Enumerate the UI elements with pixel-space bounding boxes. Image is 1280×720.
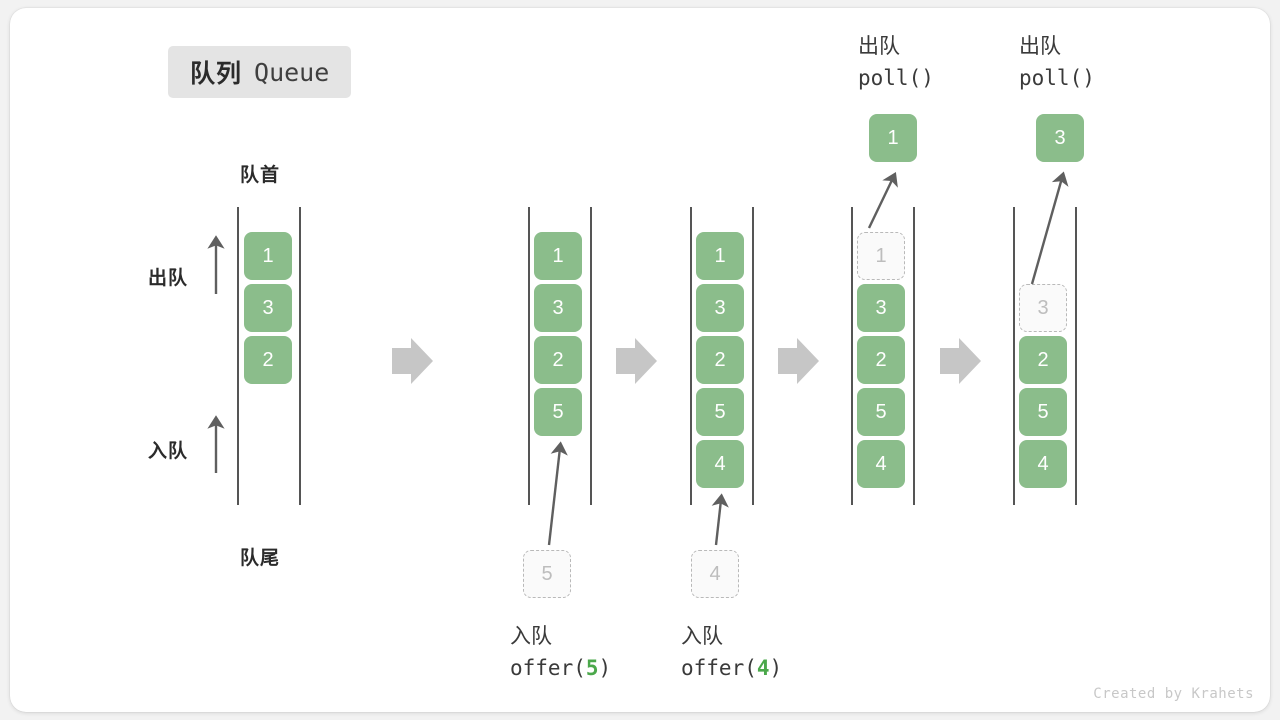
- poll-arrow-1: [1030, 171, 1069, 285]
- offer-code-suffix-0: ): [598, 656, 612, 680]
- offer-code-arg-1: 4: [756, 656, 770, 680]
- queue-element-2-1: 3: [696, 284, 744, 332]
- queue-element-2-2: 2: [696, 336, 744, 384]
- queue-rail-left-3: [851, 207, 853, 505]
- queue-element-3-0: 3: [857, 284, 905, 332]
- poll-result-box-1: 3: [1036, 114, 1084, 162]
- queue-rail-left-2: [690, 207, 692, 505]
- queue-rail-right-0: [299, 207, 301, 505]
- queue-element-2-3: 5: [696, 388, 744, 436]
- queue-element-3-3: 4: [857, 440, 905, 488]
- offer-caption-code-0: offer(5): [510, 656, 611, 680]
- poll-caption-code-0: poll(): [858, 66, 934, 90]
- diagram-card: 队列 Queue 队首 队尾 出队 入队 出队 poll() 出队 poll()…: [10, 8, 1270, 712]
- title-label-cn: 队列: [190, 60, 243, 88]
- arrow-overlay: [207, 171, 1069, 546]
- queue-element-4-1: 5: [1019, 388, 1067, 436]
- queue-element-4-0: 2: [1019, 336, 1067, 384]
- queue-element-0-1: 3: [244, 284, 292, 332]
- offer-arrow-1: [711, 493, 729, 546]
- offer-arrow-0: [547, 441, 568, 546]
- offer-caption-cn-0: 入队: [510, 625, 552, 648]
- title-label-en: Queue: [254, 57, 330, 87]
- offer-code-prefix-0: offer(: [510, 656, 586, 680]
- offer-code-suffix-1: ): [769, 656, 783, 680]
- watermark-credit: Created by Krahets: [1093, 686, 1254, 702]
- poll-caption-cn-1: 出队: [1019, 35, 1061, 58]
- poll-caption-code-1: poll(): [1019, 66, 1095, 90]
- queue-element-0-2: 2: [244, 336, 292, 384]
- queue-head-label: 队首: [240, 165, 281, 186]
- step-chevron-icon-2: [778, 338, 819, 384]
- queue-element-1-1: 3: [534, 284, 582, 332]
- step-chevron-icon-0: [392, 338, 433, 384]
- queue-element-2-4: 4: [696, 440, 744, 488]
- queue-element-2-0: 1: [696, 232, 744, 280]
- queue-rail-left-1: [528, 207, 530, 505]
- queue-ghost-incoming-1: 5: [523, 550, 571, 598]
- queue-ghost-incoming-2: 4: [691, 550, 739, 598]
- queue-element-1-0: 1: [534, 232, 582, 280]
- offer-code-arg-0: 5: [585, 656, 599, 680]
- offer-caption-cn-1: 入队: [681, 625, 723, 648]
- queue-element-0-0: 1: [244, 232, 292, 280]
- queue-rail-right-4: [1075, 207, 1077, 505]
- poll-arrow-0: [867, 171, 898, 229]
- queue-element-1-2: 2: [534, 336, 582, 384]
- queue-rail-right-2: [752, 207, 754, 505]
- queue-rail-right-1: [590, 207, 592, 505]
- poll-result-box-0: 1: [869, 114, 917, 162]
- queue-rail-left-0: [237, 207, 239, 505]
- poll-caption-cn-0: 出队: [858, 35, 900, 58]
- queue-element-1-3: 5: [534, 388, 582, 436]
- queue-rail-right-3: [913, 207, 915, 505]
- diagram-stage: 队列 Queue 队首 队尾 出队 入队 出队 poll() 出队 poll()…: [10, 8, 1270, 712]
- queue-tail-label: 队尾: [240, 548, 281, 569]
- dequeue-direction-label: 出队: [148, 268, 189, 289]
- enqueue-direction-label: 入队: [148, 441, 189, 462]
- diagram-title-badge: 队列 Queue: [168, 46, 352, 98]
- queue-element-4-2: 4: [1019, 440, 1067, 488]
- offer-code-prefix-1: offer(: [681, 656, 757, 680]
- queue-element-3-1: 2: [857, 336, 905, 384]
- offer-caption-code-1: offer(4): [681, 656, 782, 680]
- step-chevron-icon-3: [940, 338, 981, 384]
- queue-rail-left-4: [1013, 207, 1015, 505]
- queue-ghost-outgoing-4: 3: [1019, 284, 1067, 332]
- queue-ghost-outgoing-3: 1: [857, 232, 905, 280]
- step-chevron-icon-1: [616, 338, 657, 384]
- queue-element-3-2: 5: [857, 388, 905, 436]
